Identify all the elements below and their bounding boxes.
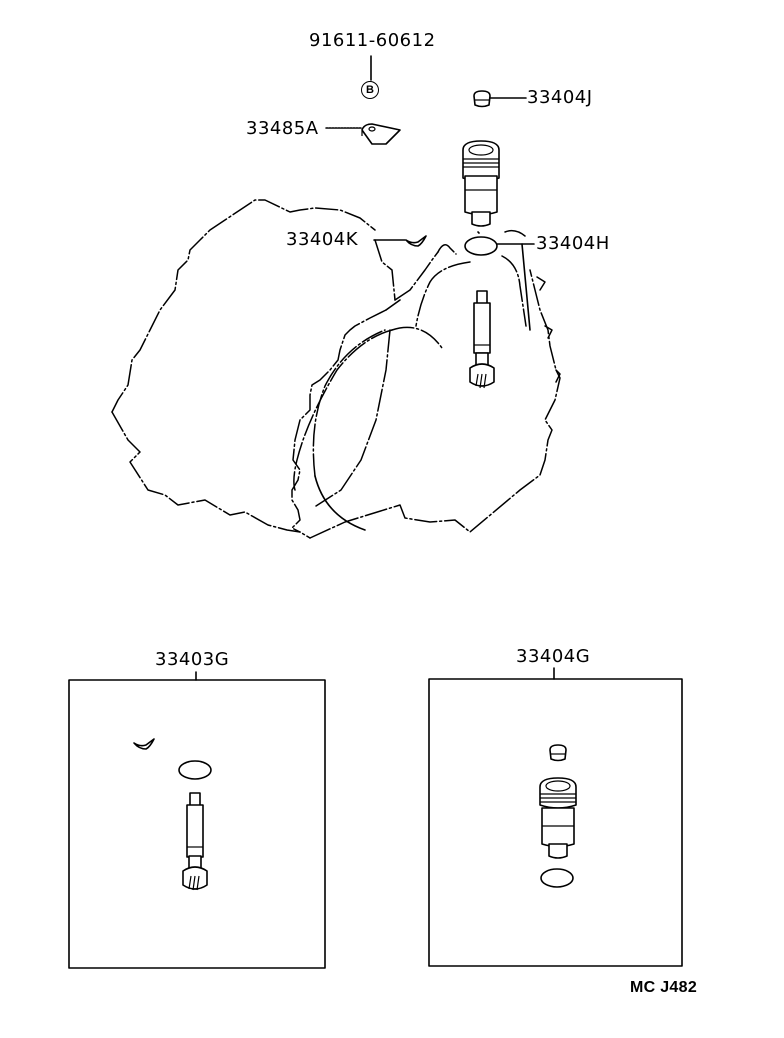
plug-part-icon [473, 90, 491, 108]
kit-sleeve-o-ring-part-icon [540, 868, 574, 888]
sleeve-kit-part-number: 33404G [516, 646, 591, 667]
driven-gear-shaft-part-icon [469, 290, 495, 389]
bolt-symbol-badge: B [361, 81, 379, 99]
kit-clip-part-icon [133, 738, 155, 750]
figure-code: MC J482 [630, 979, 698, 996]
gear-kit-part-number: 33403G [155, 649, 230, 670]
sleeve-kit-box [428, 678, 683, 967]
o-ring-part-icon [464, 236, 498, 256]
kit-o-ring-part-icon [178, 760, 212, 780]
plate-part-number: 33485A [246, 118, 319, 139]
clip-part-number: 33404K [286, 229, 359, 250]
clip-part-icon [405, 235, 427, 247]
bolt-part-number: 91611-60612 [309, 30, 436, 51]
kit-driven-gear-shaft-part-icon [182, 792, 208, 891]
gear-kit-box [68, 679, 326, 969]
o-ring-part-number: 33404H [536, 233, 610, 254]
plate-part-icon [361, 123, 401, 145]
transmission-housing-outline [111, 199, 561, 539]
kit-plug-part-icon [549, 744, 567, 762]
sleeve-part-icon [462, 140, 500, 227]
plug-part-number: 33404J [527, 87, 593, 108]
kit-sleeve-part-icon [539, 777, 577, 859]
